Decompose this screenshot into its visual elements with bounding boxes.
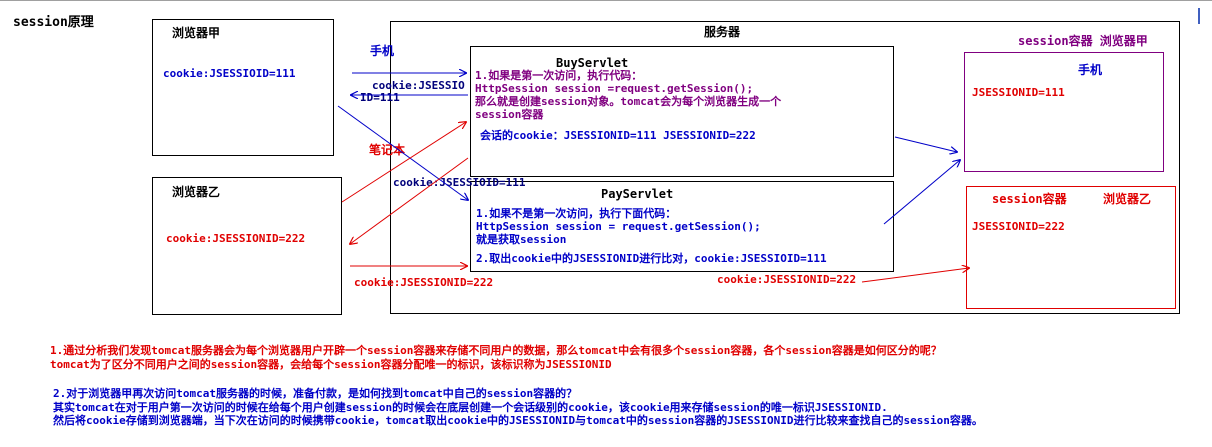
- browser-a-cookie: cookie:JSESSIOID=111: [163, 67, 296, 80]
- arrow-pay-to-container-a: [883, 160, 960, 225]
- buy-servlet-line-3: 那么就是创建session对象。tomcat会为每个浏览器生成一个: [475, 95, 782, 108]
- arrow-buy-to-container-a: [894, 136, 957, 152]
- buy-servlet-box: [470, 46, 894, 177]
- server-box: [390, 21, 1180, 314]
- session-container-b: [966, 186, 1176, 309]
- arrow-a-to-pay: [337, 105, 468, 200]
- cookie-request-b: cookie:JSESSIONID=222: [354, 276, 494, 289]
- session-container-a: [964, 52, 1164, 172]
- container-a-header: session容器 浏览器甲: [1018, 34, 1148, 48]
- buy-servlet-title: BuyServlet: [556, 56, 629, 70]
- pay-servlet-box: [470, 181, 894, 272]
- buy-servlet-cookie-note: 会话的cookie：JSESSIONID=111 JSESSIONID=222: [480, 129, 756, 142]
- phone-label: 手机: [370, 44, 395, 58]
- browser-a-box: [152, 19, 334, 156]
- buy-servlet-line-2: HttpSession session =request.getSession(…: [475, 82, 754, 95]
- note-answer-2-line-2: 然后将cookie存储到浏览器端，当下次在访问的时候携带cookie，tomca…: [53, 414, 983, 427]
- pay-servlet-compare-note: 2.取出cookie中的JSESSIONID进行比对，cookie:JSESSI…: [476, 252, 827, 265]
- note-answer-2-line-1: 其实tomcat在对于用户第一次访问的时候在给每个用户创建session的时候会…: [53, 401, 888, 414]
- top-border: [0, 0, 1212, 1]
- container-b-header-right: 浏览器乙: [1103, 192, 1152, 206]
- arrow-pay-to-container-b: [861, 268, 969, 283]
- container-a-value: JSESSIONID=111: [972, 86, 1065, 99]
- browser-b-box: [152, 177, 342, 315]
- container-b-value: JSESSIONID=222: [972, 220, 1065, 233]
- browser-a-label: 浏览器甲: [172, 26, 221, 40]
- arrow-b-to-buy: [341, 122, 466, 203]
- buy-servlet-line-1: 1.如果是第一次访问，执行代码：: [475, 69, 643, 82]
- cookie-response-b: cookie:JSESSIOID=111: [393, 176, 526, 189]
- pay-servlet-line-2: HttpSession session = request.getSession…: [476, 220, 761, 233]
- corner-mark: [1198, 8, 1200, 24]
- cookie-pay-to-container-b: cookie:JSESSIONID=222: [717, 273, 857, 286]
- note-question-2: 2.对于浏览器甲再次访问tomcat服务器的时候，准备付款，是如何找到tomca…: [53, 387, 578, 400]
- buy-servlet-line-4: session容器: [475, 108, 544, 121]
- server-label: 服务器: [704, 25, 741, 39]
- container-b-header-left: session容器: [992, 192, 1067, 206]
- browser-b-cookie: cookie:JSESSIONID=222: [166, 232, 306, 245]
- pay-servlet-line-3: 就是获取session: [476, 233, 567, 246]
- pay-servlet-line-1: 1.如果不是第一次访问，执行下面代码：: [476, 207, 677, 220]
- pay-servlet-title: PayServlet: [601, 187, 674, 201]
- arrow-buy-to-b: [350, 157, 469, 244]
- diagram-title: session原理: [13, 15, 94, 30]
- note-question-1: 1.通过分析我们发现tomcat服务器会为每个浏览器用户开辟一个session容…: [50, 344, 942, 357]
- cookie-response-a-line-1: cookie:JSESSIO: [372, 79, 465, 92]
- cookie-response-a-line-2: ID=111: [360, 91, 400, 104]
- note-answer-1: tomcat为了区分不同用户之间的session容器，会给每个session容器…: [50, 358, 612, 371]
- browser-b-label: 浏览器乙: [172, 185, 221, 199]
- laptop-label: 笔记本: [369, 143, 406, 157]
- container-a-device: 手机: [1078, 63, 1103, 77]
